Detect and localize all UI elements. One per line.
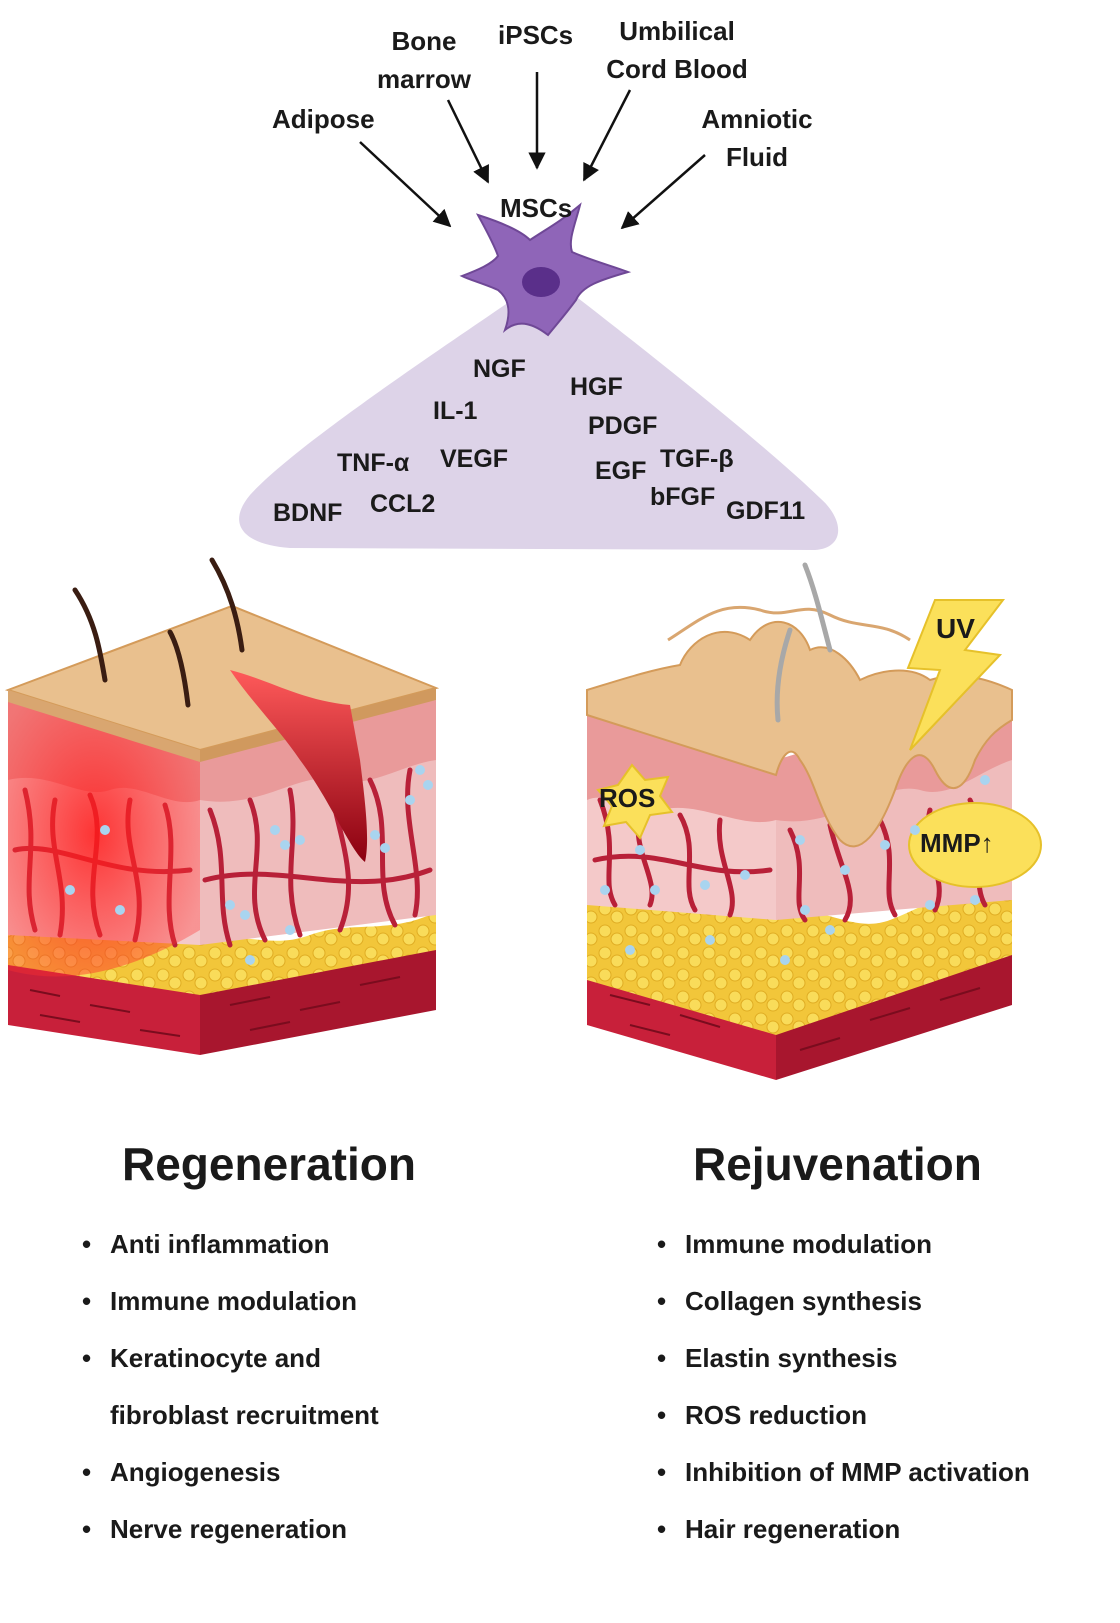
factor-tgf-beta: TGF-β — [660, 445, 734, 473]
factor-ccl2: CCL2 — [370, 490, 436, 518]
list-item: Angiogenesis — [82, 1444, 379, 1501]
arrow-bone-marrow — [446, 99, 490, 184]
factor-bdnf: BDNF — [273, 499, 343, 527]
mmp-label: MMP↑ — [920, 828, 994, 858]
regeneration-title: Regeneration — [122, 1138, 416, 1190]
list-item-continuation: fibroblast recruitment — [110, 1400, 379, 1430]
bone-marrow-line-1: Bone — [391, 26, 457, 56]
wound — [230, 670, 368, 862]
list-item: Elastin synthesis — [657, 1330, 1030, 1387]
factor-il-1: IL-1 — [433, 397, 478, 425]
arrow-amniotic — [620, 154, 706, 230]
list-item: Hair regeneration — [657, 1501, 1030, 1558]
list-item: Keratinocyte and — [82, 1330, 379, 1387]
mmp-oval — [908, 802, 1042, 888]
arrow-adipose — [359, 141, 452, 228]
list-item: Immune modulation — [657, 1216, 1030, 1273]
arrow-umbilical — [582, 89, 632, 182]
rejuvenation-list: Immune modulation Collagen synthesis Ela… — [657, 1216, 1030, 1558]
uv-label: UV — [936, 613, 975, 644]
skin-block-aged — [586, 562, 1042, 1080]
msc-cell — [459, 202, 632, 337]
rejuvenation-title: Rejuvenation — [693, 1138, 982, 1190]
skin-block-wound — [4, 557, 440, 1055]
msc-nucleus — [522, 267, 560, 297]
list-item: Inhibition of MMP activation — [657, 1444, 1030, 1501]
factor-vegf: VEGF — [440, 445, 509, 473]
factor-gdf11: GDF11 — [726, 497, 806, 525]
secretome-cone — [239, 275, 839, 550]
source-adipose: Adipose — [272, 104, 375, 134]
factor-egf: EGF — [595, 457, 647, 485]
source-amniotic-fluid: Amniotic Fluid — [695, 100, 819, 176]
ros-star — [596, 763, 674, 840]
factor-tnf-alpha: TNF-α — [337, 449, 410, 477]
uv-bolt — [906, 599, 1006, 751]
factor-bfgf: bFGF — [650, 483, 716, 511]
factor-pdgf: PDGF — [588, 412, 658, 440]
list-item: ROS reduction — [657, 1387, 1030, 1444]
amniotic-line-2: Fluid — [725, 142, 789, 172]
list-item: Nerve regeneration — [82, 1501, 379, 1558]
list-item: Immune modulation — [82, 1273, 379, 1330]
source-umbilical-cord-blood: Umbilical Cord Blood — [602, 12, 752, 88]
factor-ngf: NGF — [473, 355, 526, 383]
source-arrows — [359, 72, 706, 230]
list-item: Collagen synthesis — [657, 1273, 1030, 1330]
list-item: Anti inflammation — [82, 1216, 379, 1273]
factor-hgf: HGF — [570, 373, 623, 401]
umbilical-line-1: Umbilical — [619, 16, 735, 46]
source-ipscs: iPSCs — [498, 20, 574, 50]
regeneration-list: Anti inflammation Immune modulation Kera… — [82, 1216, 379, 1558]
bone-marrow-line-2: marrow — [377, 64, 471, 94]
amniotic-line-1: Amniotic — [701, 104, 813, 134]
ros-label: ROS — [599, 783, 656, 813]
msc-label: MSCs — [500, 193, 573, 223]
umbilical-line-2: Cord Blood — [606, 54, 748, 84]
source-bone-marrow: Bone marrow — [368, 22, 480, 98]
